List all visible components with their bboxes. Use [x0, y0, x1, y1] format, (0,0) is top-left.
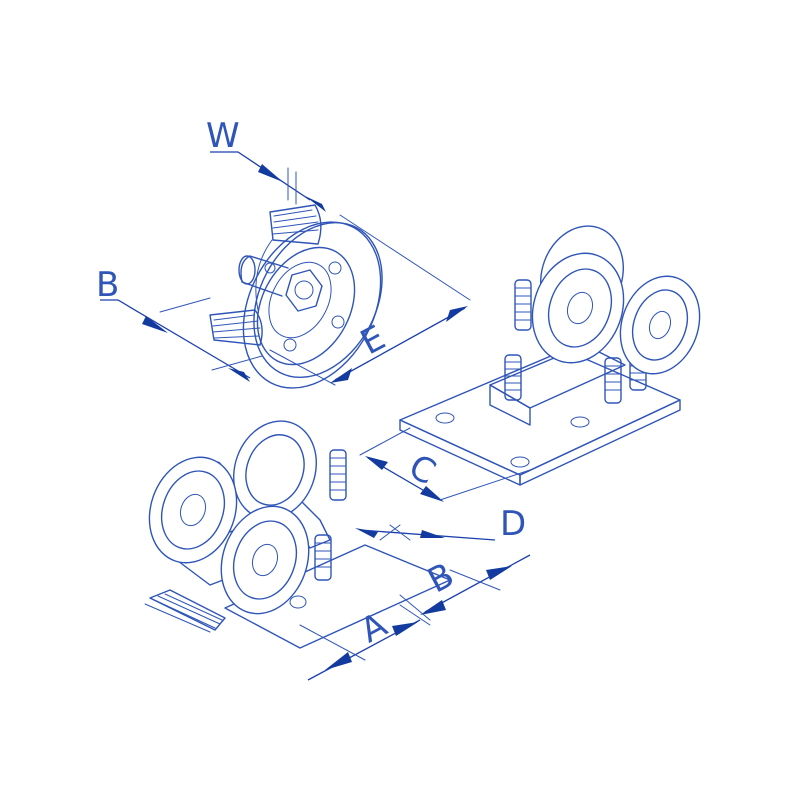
dimension-e: E — [269, 214, 471, 386]
dimension-c: C — [359, 427, 531, 502]
trolley-right — [399, 225, 701, 486]
label-b-top: B — [96, 265, 119, 305]
label-w: W — [206, 116, 240, 156]
label-a: A — [354, 605, 393, 651]
dimension-d: D — [355, 504, 526, 544]
dimension-a: A — [299, 604, 431, 681]
label-c: C — [402, 447, 442, 493]
dimension-w: W — [206, 116, 326, 212]
dimension-b-top: B — [96, 265, 263, 382]
dimension-b-bottom: B — [399, 554, 531, 621]
wheel-detail — [209, 204, 383, 389]
label-e: E — [354, 318, 392, 363]
label-b-bottom: B — [421, 555, 460, 601]
label-d: D — [500, 504, 526, 544]
trolley-left — [144, 420, 451, 649]
